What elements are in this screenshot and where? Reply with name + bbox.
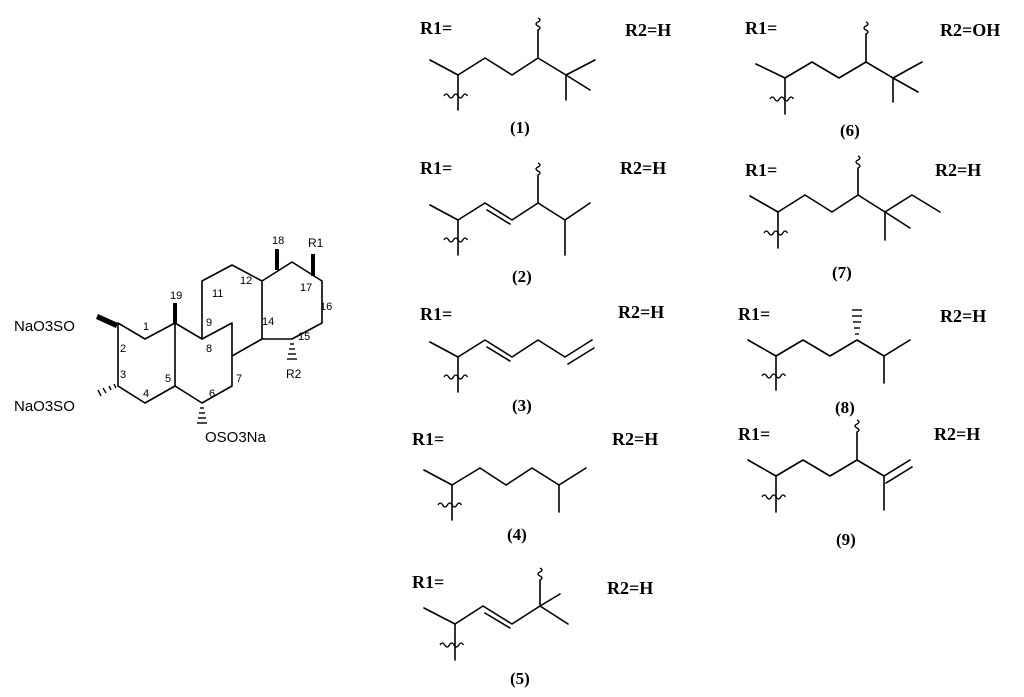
compound-2-r2: R2=H xyxy=(620,158,666,178)
compound-9-r2: R2=H xyxy=(934,424,980,444)
compound-4: R1= R2=H (4) xyxy=(412,429,658,544)
atom-2: 2 xyxy=(120,343,126,355)
steroid-core: 1 2 3 4 5 6 7 8 9 11 12 14 15 16 17 18 1… xyxy=(14,235,332,446)
compound-6: R1= R2=OH (6) xyxy=(745,18,1000,140)
compound-5-number: (5) xyxy=(510,669,530,688)
atom-4: 4 xyxy=(143,388,149,400)
compound-2-number: (2) xyxy=(512,267,532,286)
compound-3-number: (3) xyxy=(512,396,532,415)
atom-12: 12 xyxy=(240,275,252,287)
compound-6-number: (6) xyxy=(840,121,860,140)
compound-2-r1: R1= xyxy=(420,158,452,178)
atom-14: 14 xyxy=(262,316,274,328)
atom-3: 3 xyxy=(120,369,126,381)
compound-6-r1: R1= xyxy=(745,18,777,38)
compound-9-number: (9) xyxy=(836,530,856,549)
compound-1-number: (1) xyxy=(510,118,530,137)
atom-7: 7 xyxy=(236,373,242,385)
r1-wedge xyxy=(311,254,315,276)
compound-4-number: (4) xyxy=(507,525,527,544)
compound-6-r2: R2=OH xyxy=(940,20,1000,40)
compound-9-r1: R1= xyxy=(738,424,770,444)
atom-19: 19 xyxy=(170,290,182,302)
c3-hash xyxy=(97,383,117,397)
compound-1-r1: R1= xyxy=(420,18,452,38)
methyl-19-wedge xyxy=(173,303,177,323)
atom-6: 6 xyxy=(209,388,215,400)
compound-1: R1= R2=H (1) xyxy=(420,17,671,137)
substituent-c2: NaO3SO xyxy=(14,318,75,335)
atom-17: 17 xyxy=(300,282,312,294)
atom-9: 9 xyxy=(206,317,212,329)
r1-label: R1 xyxy=(308,236,324,250)
compound-1-r2: R2=H xyxy=(625,20,671,40)
r2-label: R2 xyxy=(286,367,302,381)
compound-8-hash xyxy=(852,309,862,335)
substituent-c6: OSO3Na xyxy=(205,429,267,446)
c15-hash xyxy=(287,343,297,360)
compound-8: R1= R2=H (8) xyxy=(738,304,986,417)
compound-3-r2: R2=H xyxy=(618,302,664,322)
methyl-18-wedge xyxy=(275,249,279,270)
compound-7-r2: R2=H xyxy=(935,160,981,180)
c6-hash xyxy=(197,407,207,424)
compound-7: R1= R2=H (7) xyxy=(745,155,981,282)
c2-wedge xyxy=(96,314,118,328)
compound-7-number: (7) xyxy=(832,263,852,282)
compound-5-r1: R1= xyxy=(412,572,444,592)
compound-5: R1= R2=H (5) xyxy=(412,567,653,688)
atom-16: 16 xyxy=(320,301,332,313)
atom-1: 1 xyxy=(143,321,149,333)
atom-11: 11 xyxy=(212,288,223,300)
atom-8: 8 xyxy=(206,343,212,355)
compound-8-r1: R1= xyxy=(738,304,770,324)
compound-3: R1= R2=H (3) xyxy=(420,302,664,415)
atom-15: 15 xyxy=(298,331,310,343)
compound-2: R1= R2=H (2) xyxy=(420,158,666,286)
compound-3-r1: R1= xyxy=(420,304,452,324)
compound-7-r1: R1= xyxy=(745,160,777,180)
compound-5-r2: R2=H xyxy=(607,578,653,598)
compound-4-r2: R2=H xyxy=(612,429,658,449)
atom-5: 5 xyxy=(165,373,171,385)
compound-8-number: (8) xyxy=(835,398,855,417)
compound-8-r2: R2=H xyxy=(940,306,986,326)
atom-18: 18 xyxy=(272,235,284,247)
substituent-c3: NaO3SO xyxy=(14,398,75,415)
compound-4-r1: R1= xyxy=(412,429,444,449)
compound-9: R1= R2=H (9) xyxy=(738,419,980,549)
